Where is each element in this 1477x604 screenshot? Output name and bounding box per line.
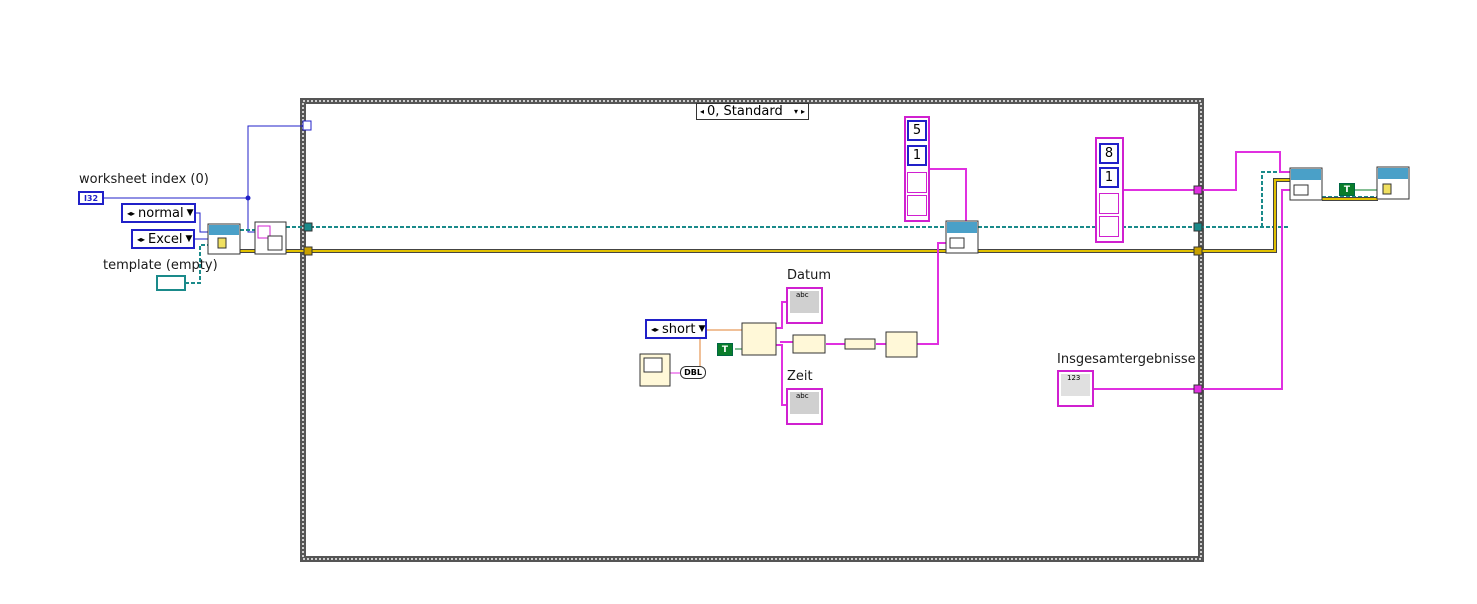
- enum-normal[interactable]: ◂▸ normal ▼: [121, 203, 196, 223]
- tunnel-error-out[interactable]: [1193, 246, 1203, 256]
- wire-worksheet-index[interactable]: [103, 125, 306, 240]
- array-2-empty-cell[interactable]: [1099, 216, 1119, 237]
- true-label: T: [721, 344, 729, 355]
- case-selector[interactable]: ◂ 0, Standard ▾ ▸: [696, 103, 809, 120]
- path-constant-icon[interactable]: [156, 275, 186, 291]
- array-2-index[interactable]: 8: [1099, 143, 1119, 164]
- subvi-write-table-2-icon[interactable]: [1289, 167, 1323, 201]
- tunnel-ref-in[interactable]: [303, 222, 313, 232]
- enum-excel-value: Excel: [148, 231, 183, 247]
- get-date-time-icon[interactable]: [639, 353, 671, 387]
- array-2-element[interactable]: 1: [1099, 167, 1119, 188]
- enum-excel[interactable]: ◂▸ Excel ▼: [131, 229, 195, 249]
- array-1-element-value: 1: [912, 148, 922, 163]
- increment-arrow-icon[interactable]: ▸: [800, 107, 805, 116]
- array-1-index[interactable]: 5: [907, 120, 927, 141]
- true-constant-1[interactable]: T: [717, 343, 733, 356]
- subvi-worksheet-icon[interactable]: [254, 221, 287, 255]
- enum-arrow-icon: ◂▸: [651, 324, 660, 334]
- subvi-new-report-icon[interactable]: [207, 223, 241, 255]
- insgesamt-indicator[interactable]: 123: [1057, 370, 1094, 407]
- enum-normal-value: normal: [138, 205, 184, 221]
- array-constant-2[interactable]: 8 1: [1095, 137, 1124, 243]
- enum-short[interactable]: ◂▸ short ▼: [645, 319, 707, 339]
- enum-arrow-icon: ◂▸: [127, 208, 136, 218]
- label-insgesamt: Insgesamtergebnisse: [1057, 352, 1196, 367]
- subvi-write-table-1-icon[interactable]: [945, 220, 979, 254]
- label-zeit: Zeit: [787, 369, 813, 384]
- wire-strings-pink[interactable]: [776, 151, 1292, 406]
- format-date-time-icon[interactable]: [741, 322, 777, 356]
- transpose-array-icon[interactable]: [885, 331, 918, 358]
- abc-label: abc: [796, 291, 809, 299]
- tunnel-index-in[interactable]: [302, 120, 312, 131]
- case-selector-label: 0, Standard: [707, 104, 783, 119]
- datum-indicator[interactable]: abc: [786, 287, 823, 324]
- array-2-empty-cell[interactable]: [1099, 193, 1119, 214]
- array-1-index-value: 5: [912, 123, 922, 138]
- array-2-element-value: 1: [1104, 170, 1114, 185]
- tunnel-ref-out[interactable]: [1193, 222, 1203, 232]
- tunnel-array-out[interactable]: [1193, 185, 1203, 195]
- enum-arrow-icon: ◂▸: [137, 234, 146, 244]
- chevron-down-icon[interactable]: ▼: [186, 208, 194, 218]
- chevron-down-icon[interactable]: ▼: [698, 324, 706, 334]
- array-2-index-value: 8: [1104, 146, 1114, 161]
- array-1-empty-cell[interactable]: [907, 195, 927, 216]
- tunnel-results-out[interactable]: [1193, 384, 1203, 394]
- worksheet-index-control[interactable]: I32: [78, 191, 104, 205]
- array-1-empty-cell[interactable]: [907, 172, 927, 193]
- array-1-element[interactable]: 1: [907, 145, 927, 166]
- concatenate-icon[interactable]: [844, 338, 876, 350]
- zeit-indicator[interactable]: abc: [786, 388, 823, 425]
- dropdown-arrow-icon[interactable]: ▾: [793, 107, 798, 116]
- wire-error-yellow[interactable]: [240, 178, 1378, 253]
- case-structure-frame[interactable]: [300, 98, 1204, 562]
- enum-short-value: short: [662, 321, 696, 337]
- true-constant-2[interactable]: T: [1339, 183, 1355, 196]
- tunnel-error-in[interactable]: [303, 246, 313, 256]
- num-123-label: 123: [1067, 374, 1081, 382]
- label-worksheet-index: worksheet index (0): [79, 172, 209, 187]
- array-constant-1[interactable]: 5 1: [904, 116, 930, 222]
- chevron-down-icon[interactable]: ▼: [185, 234, 193, 244]
- i32-label: I32: [83, 193, 99, 203]
- build-array-icon[interactable]: [792, 334, 826, 354]
- decrement-arrow-icon[interactable]: ◂: [700, 107, 705, 116]
- label-datum: Datum: [787, 268, 831, 283]
- to-dbl-node[interactable]: DBL: [680, 366, 706, 379]
- label-template: template (empty): [103, 258, 218, 273]
- subvi-save-report-icon[interactable]: [1376, 166, 1410, 200]
- dbl-label: DBL: [684, 368, 702, 377]
- true-label: T: [1343, 184, 1351, 195]
- abc-label: abc: [796, 392, 809, 400]
